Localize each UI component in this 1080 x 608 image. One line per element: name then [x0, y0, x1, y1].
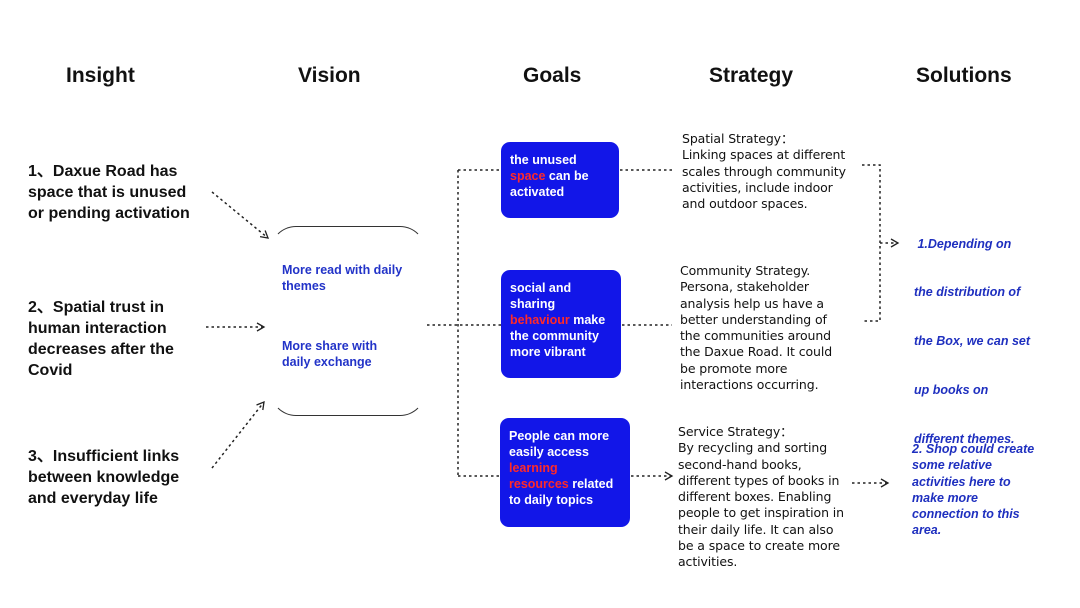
- strategy-line: be promote more: [680, 360, 788, 376]
- insight-2: 2、Spatial trust in human interaction dec…: [28, 297, 174, 381]
- insight-1-line: space that is unused: [28, 184, 187, 201]
- strategy-line: Community Strategy.: [680, 263, 811, 278]
- goal-line: behaviour make: [510, 312, 612, 328]
- vision-item-line: More share with: [282, 339, 378, 353]
- insight-2-line: human interaction: [28, 320, 167, 337]
- goal-line: People can more: [509, 429, 610, 443]
- strategy-line: their daily life. It can also: [678, 521, 834, 537]
- goal-highlight: resources: [509, 477, 569, 491]
- strategy-line: Service Strategy：: [678, 424, 793, 439]
- goal-text: make: [569, 313, 606, 327]
- goal-line: learning: [509, 460, 621, 476]
- strategy-community: Community Strategy. Persona, stakeholder…: [680, 263, 832, 393]
- vision-box: [270, 226, 426, 416]
- goal-text: related: [568, 477, 614, 491]
- strategy-line: different types of books in: [678, 472, 840, 488]
- vision-item-line: daily exchange: [282, 355, 372, 369]
- solution-line: 2. Shop could create: [912, 442, 1035, 456]
- solution-line: area.: [912, 523, 942, 538]
- strategy-line: analysis help us have a: [680, 295, 824, 311]
- strategy-line: Spatial Strategy：: [682, 131, 794, 146]
- strategy-line: second-hand books,: [678, 456, 802, 472]
- vision-item-line: More read with daily: [282, 263, 403, 277]
- solution-line: the distribution of: [914, 285, 1021, 300]
- strategy-line: activities, include indoor: [682, 179, 833, 195]
- strategy-line: By recycling and sorting: [678, 440, 828, 456]
- header-vision: Vision: [298, 64, 361, 87]
- goal-line: to daily topics: [509, 493, 594, 507]
- solution-line: 1.Depending on: [914, 236, 1012, 251]
- goal-line: easily access: [509, 445, 589, 459]
- solution-line: different themes.: [914, 432, 1015, 447]
- strategy-line: Persona, stakeholder: [680, 279, 809, 295]
- arrow-insight3-vision: [211, 400, 265, 469]
- arrow-insight1-vision: [211, 191, 270, 239]
- solution-line: some relative: [912, 458, 992, 473]
- goal-line: social and: [510, 281, 572, 295]
- goal-line: the unused: [510, 153, 577, 167]
- vision-item-read: More read with daily themes: [282, 262, 402, 294]
- goal-line: more vibrant: [510, 345, 586, 359]
- strategy-line: interactions occurring.: [680, 377, 819, 393]
- header-goals: Goals: [523, 64, 582, 87]
- strategy-line: Linking spaces at different: [682, 147, 846, 163]
- strategy-line: the communities around: [680, 328, 831, 344]
- header-solutions: Solutions: [916, 64, 1012, 87]
- strategy-service: Service Strategy： By recycling and sorti…: [678, 424, 844, 571]
- solution-line: connection to this: [912, 507, 1020, 522]
- goal-line: sharing: [510, 297, 556, 311]
- insight-1-line: 1、Daxue Road has: [28, 163, 178, 180]
- goal-highlight: behaviour: [510, 313, 570, 327]
- solution-1: 1.Depending on the distribution of the B…: [914, 203, 1030, 464]
- solution-line: activities here to: [912, 474, 1011, 489]
- insight-1-line: or pending activation: [28, 205, 190, 222]
- strategy-line: better understanding of: [680, 311, 827, 327]
- goal-box-learning: People can more easily access learning r…: [500, 418, 630, 527]
- insight-3: 3、Insufficient links between knowledge a…: [28, 446, 179, 509]
- strategy-line: the Daxue Road. It could: [680, 344, 833, 360]
- strategy-line: be a space to create more: [678, 538, 840, 554]
- goal-line: resources related: [509, 476, 621, 492]
- goal-box-behaviour: social and sharing behaviour make the co…: [501, 270, 621, 378]
- strategy-spatial: Spatial Strategy： Linking spaces at diff…: [682, 131, 846, 212]
- goal-highlight: learning: [509, 461, 558, 475]
- solution-line: make more: [912, 490, 979, 505]
- strategy-line: people to get inspiration in: [678, 505, 844, 521]
- strategy-line: activities.: [678, 554, 738, 570]
- header-strategy: Strategy: [709, 64, 794, 87]
- solution-2: 2. Shop could create some relative activ…: [912, 441, 1034, 539]
- insight-3-line: between knowledge: [28, 469, 180, 486]
- insight-3-line: and everyday life: [28, 490, 158, 507]
- insight-2-line: Covid: [28, 362, 73, 379]
- goal-highlight: space: [510, 169, 546, 183]
- goal-text: can be: [545, 169, 589, 183]
- goal-line: activated: [510, 185, 565, 199]
- insight-2-line: decreases after the: [28, 341, 174, 358]
- solution-line: the Box, we can set: [914, 334, 1031, 349]
- vision-item-line: themes: [282, 279, 326, 293]
- strategy-line: different boxes. Enabling: [678, 489, 832, 505]
- line-strategy-bracket: [862, 164, 881, 322]
- vision-item-share: More share with daily exchange: [282, 338, 377, 370]
- header-insight: Insight: [66, 64, 135, 87]
- insight-2-line: 2、Spatial trust in: [28, 299, 165, 316]
- solution-line: up books on: [914, 383, 989, 398]
- goal-line: the community: [510, 329, 599, 343]
- strategy-line: scales through community: [682, 163, 846, 179]
- goal-box-space: the unused space can be activated: [501, 142, 619, 218]
- insight-3-line: 3、Insufficient links: [28, 448, 180, 465]
- goal-line: space can be: [510, 168, 610, 184]
- insight-1: 1、Daxue Road has space that is unused or…: [28, 161, 190, 224]
- strategy-line: and outdoor spaces.: [682, 196, 808, 212]
